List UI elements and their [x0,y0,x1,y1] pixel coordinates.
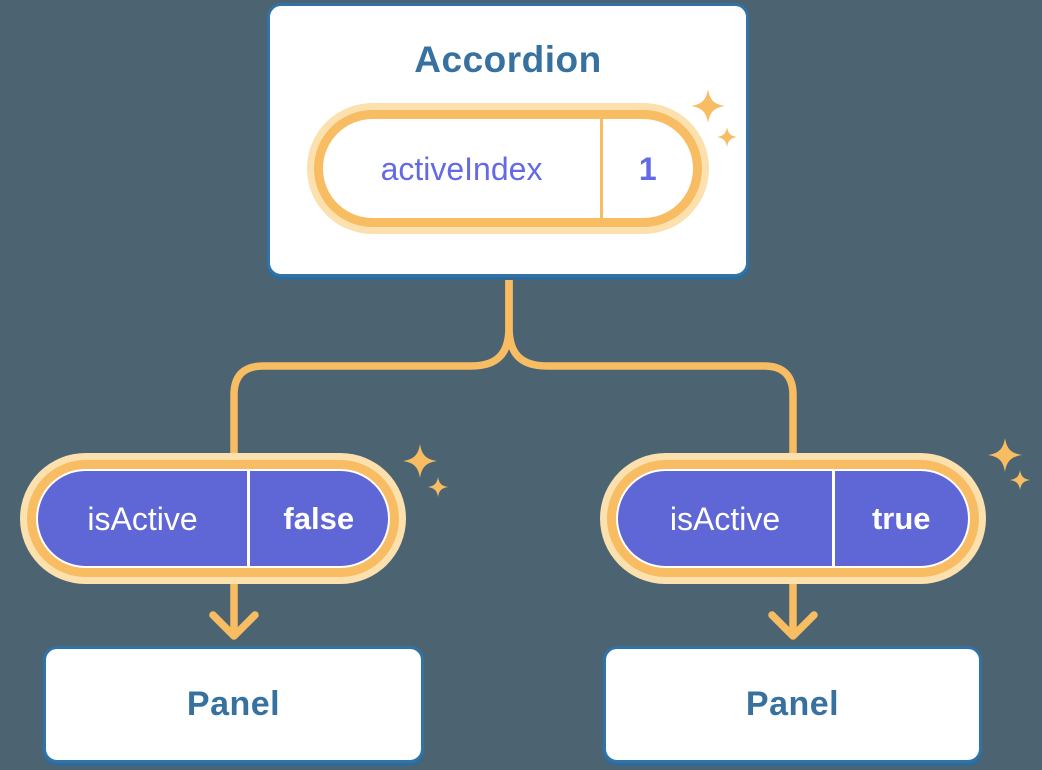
panel-title: Panel [745,685,840,723]
arrow-head-right [768,611,818,640]
pill-ring: isActive false [27,460,399,577]
prop-pill-isactive-false: isActive false [20,453,406,584]
pill-divider [247,471,250,566]
prop-name-label: isActive [87,500,198,537]
arrow-head-left [209,611,259,640]
sparkle-icon [988,438,1022,472]
state-value-label: 1 [638,150,657,187]
pill-divider [600,119,603,218]
panel-card-right: Panel [603,646,982,763]
accordion-title: Accordion [414,39,602,80]
sparkle-icon [691,89,725,123]
pill-ring: activeIndex 1 [314,110,702,227]
prop-value-label: false [283,501,355,536]
panel-title: Panel [186,685,281,723]
branch-line-left [230,268,513,470]
prop-pill-isactive-true: isActive true [600,453,986,584]
sparkle-icon [717,127,737,147]
sparkle-icon [428,477,448,497]
prop-name-label: isActive [669,500,781,537]
state-pill-activeindex: activeIndex 1 [307,103,709,234]
panel-card-left: Panel [43,646,424,763]
sparkle-icon [1010,470,1030,490]
branch-line-right [505,268,797,470]
sparkle-icon [403,444,437,478]
pill-divider [832,471,835,566]
state-name-label: activeIndex [380,150,543,187]
pill-ring: isActive true [607,460,979,577]
prop-value-label: true [871,501,931,536]
